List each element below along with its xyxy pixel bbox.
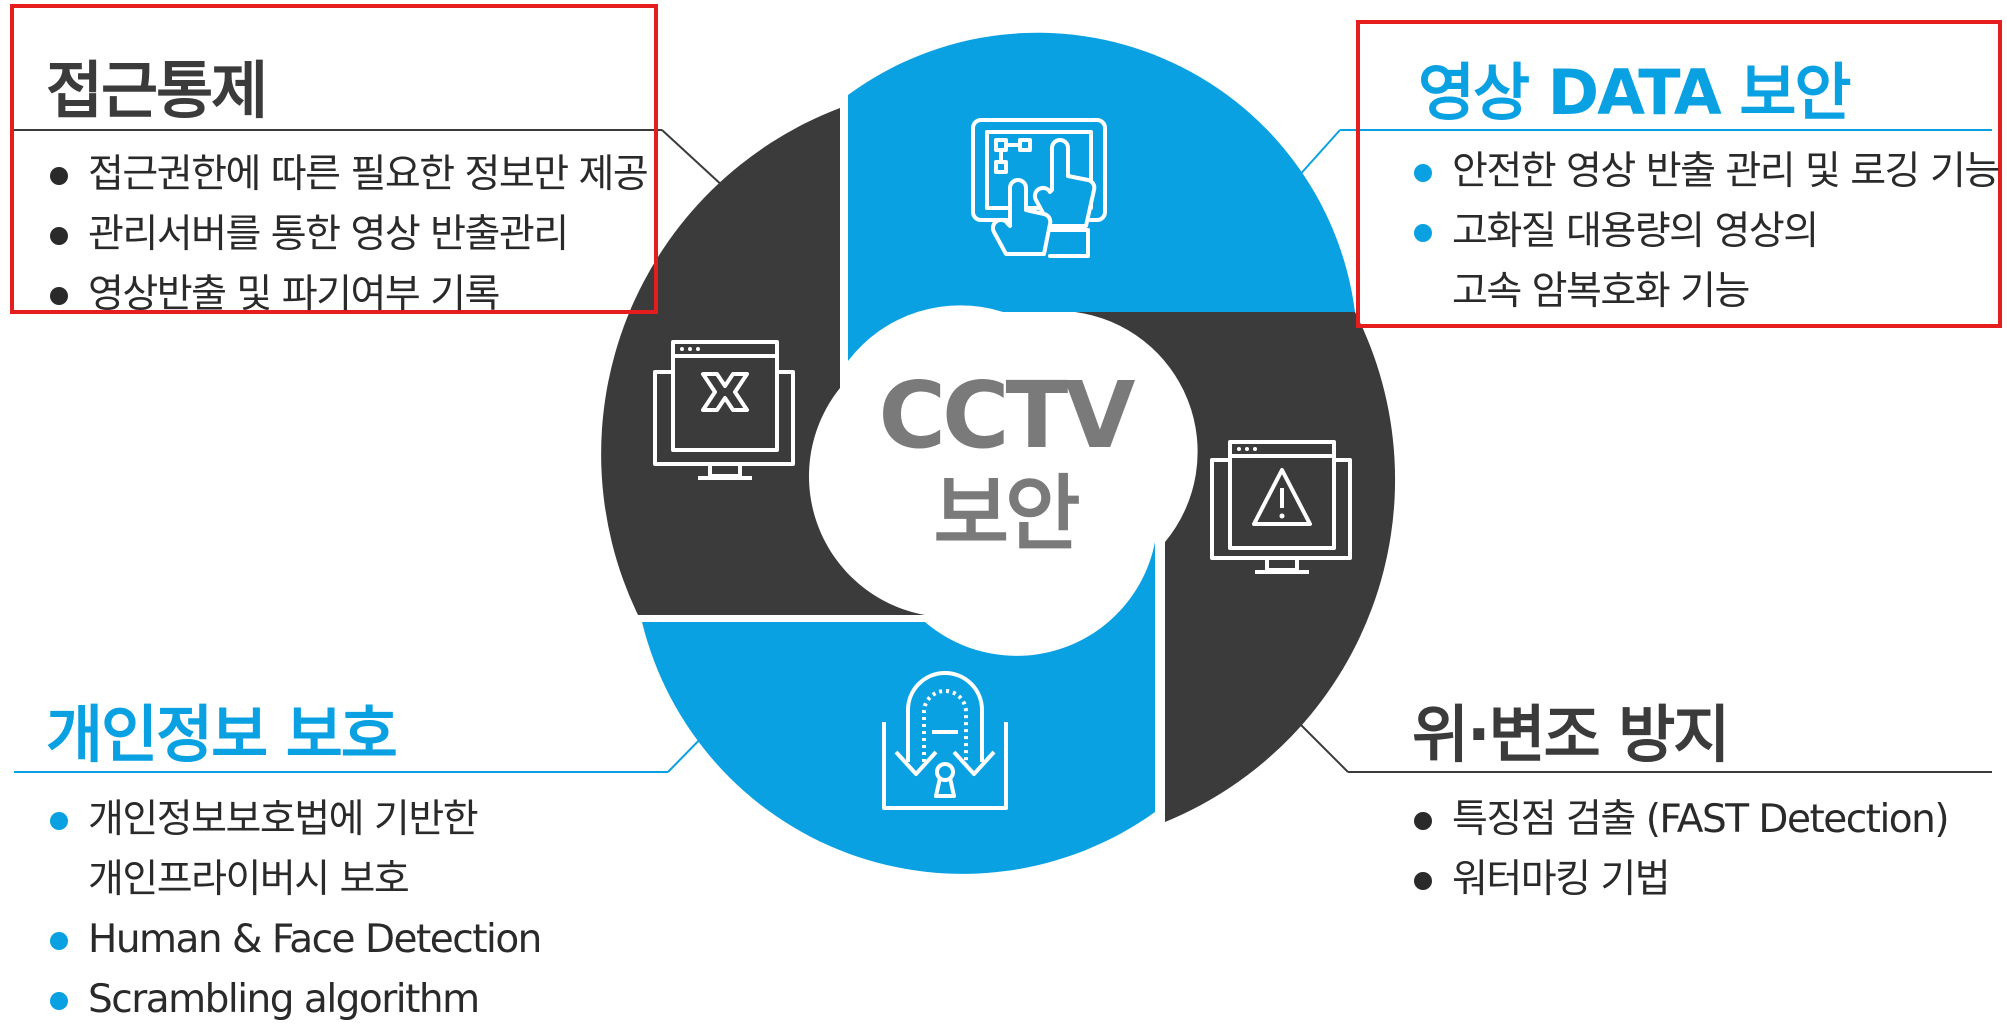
section-title-video-data-security: 영상 DATA 보안 — [1418, 56, 1851, 129]
list-item-text: 고속 암복호화 기능 — [1452, 269, 1750, 314]
bullet — [1414, 164, 1432, 182]
list-item-text: Scrambling algorithm — [88, 977, 480, 1022]
bullet — [50, 287, 68, 305]
highlight-box-video-data-security — [1356, 20, 2002, 328]
list-item-text: 관리서버를 통한 영상 반출관리 — [88, 212, 569, 257]
bullet — [50, 167, 68, 185]
list-forgery-prevention: 특징점 검출 (FAST Detection) 워터마킹 기법 — [1410, 790, 1950, 910]
monitor-x-icon — [653, 340, 795, 480]
list-item-text: 개인정보보호법에 기반한 — [88, 797, 479, 842]
section-title-privacy-protection: 개인정보 보호 — [46, 698, 398, 771]
list-item: 접근권한에 따른 필요한 정보만 제공 — [46, 145, 649, 205]
list-item-text: 영상반출 및 파기여부 기록 — [88, 272, 500, 317]
list-item-text: Human & Face Detection — [88, 917, 542, 962]
quadrant-top-blue — [848, 32, 1355, 361]
leader-line-access — [661, 129, 726, 189]
bullet — [50, 992, 68, 1010]
section-title-access-control: 접근통제 — [46, 54, 268, 127]
bullet — [50, 812, 68, 830]
list-item: 안전한 영상 반출 관리 및 로깅 기능 — [1410, 142, 2000, 202]
center-title-line1: CCTV — [878, 362, 1136, 469]
list-item: Scrambling algorithm — [46, 970, 541, 1030]
list-item: 관리서버를 통한 영상 반출관리 — [46, 205, 647, 265]
list-item: 특징점 검출 (FAST Detection) — [1410, 790, 1950, 850]
list-item-text: 안전한 영상 반출 관리 및 로깅 기능 — [1452, 149, 2000, 194]
download-lock-icon — [882, 671, 1008, 810]
bullet — [50, 227, 68, 245]
list-item-text: 특징점 검출 (FAST Detection) — [1452, 797, 1950, 842]
leader-line-forgery — [1299, 723, 1349, 773]
center-title-line2: 보안 — [933, 467, 1081, 562]
highlight-box-access-control — [10, 4, 658, 314]
list-item: Human & Face Detection — [46, 910, 542, 970]
list-item-text: 개인프라이버시 보호 — [88, 857, 410, 902]
section-title-forgery-prevention: 위·변조 방지 — [1412, 698, 1730, 771]
list-item-text: 워터마킹 기법 — [1452, 857, 1671, 902]
quadrant-bottom-blue — [642, 542, 1155, 874]
bullet — [1414, 812, 1432, 830]
bullet — [1414, 224, 1432, 242]
list-access-control: 접근권한에 따른 필요한 정보만 제공 관리서버를 통한 영상 반출관리 영상반… — [46, 145, 649, 325]
monitor-warning-icon — [1210, 440, 1352, 574]
list-item: 워터마킹 기법 — [1410, 850, 1948, 910]
bullet — [50, 932, 68, 950]
list-item-text: 접근권한에 따른 필요한 정보만 제공 — [88, 152, 649, 197]
list-item: 영상반출 및 파기여부 기록 — [46, 265, 647, 325]
quadrant-right-dark — [1075, 312, 1396, 822]
list-item-text: 고화질 대용량의 영상의 — [1452, 209, 1819, 254]
touch-screen-icon — [971, 118, 1107, 258]
bullet — [1414, 872, 1432, 890]
